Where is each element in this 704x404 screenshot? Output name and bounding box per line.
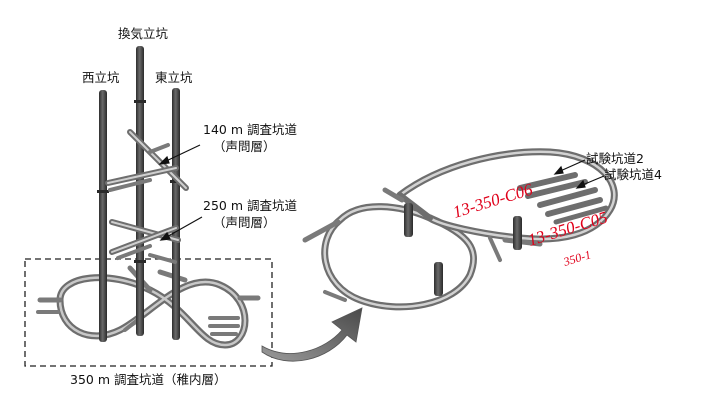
left-leader-arrows [158,144,203,241]
test-gallery-2-bars [517,172,578,191]
ventilation-shaft [136,46,144,336]
label-east-shaft: 東立坑 [155,70,193,85]
test-gallery-4-bars [537,187,598,208]
label-gallery-250: 250 m 調査坑道 [203,198,297,213]
borehole-label-c05: 13-350-C05 [526,208,610,250]
borehole-label-c06: 13-350-C06 [451,179,536,221]
label-west-shaft: 西立坑 [82,70,120,85]
shafts [97,46,182,342]
left-shaft-model: 換気立坑 西立坑 東立坑 140 m 調査坑道 （声問層） 250 m 調査坑道… [24,26,297,387]
label-test-gallery-2: 試験坑道2 [586,151,644,166]
label-test-gallery-4: 試験坑道4 [604,167,662,182]
gallery-350-loop [36,265,261,349]
label-gallery-140: 140 m 調査坑道 [203,122,297,137]
label-ventilation-shaft: 換気立坑 [118,26,169,41]
right-shaft-stubs [404,203,522,296]
label-gallery-350: 350 m 調査坑道（稚内層） [70,372,226,387]
label-layer-250: （声問層） [213,215,276,230]
east-shaft [172,88,180,340]
gallery-140 [105,129,189,192]
right-leader-arrows [553,159,605,189]
gallery-250 [109,219,181,264]
gallery-350-enlarged-loop [321,203,478,311]
label-layer-140: （声問層） [213,139,276,154]
gallery-350-dashed-frame [24,258,273,367]
borehole-label-350-1: 350-1 [561,247,593,269]
right-gallery-model [302,148,618,311]
west-shaft [99,90,107,342]
zoom-arrow [261,307,363,362]
